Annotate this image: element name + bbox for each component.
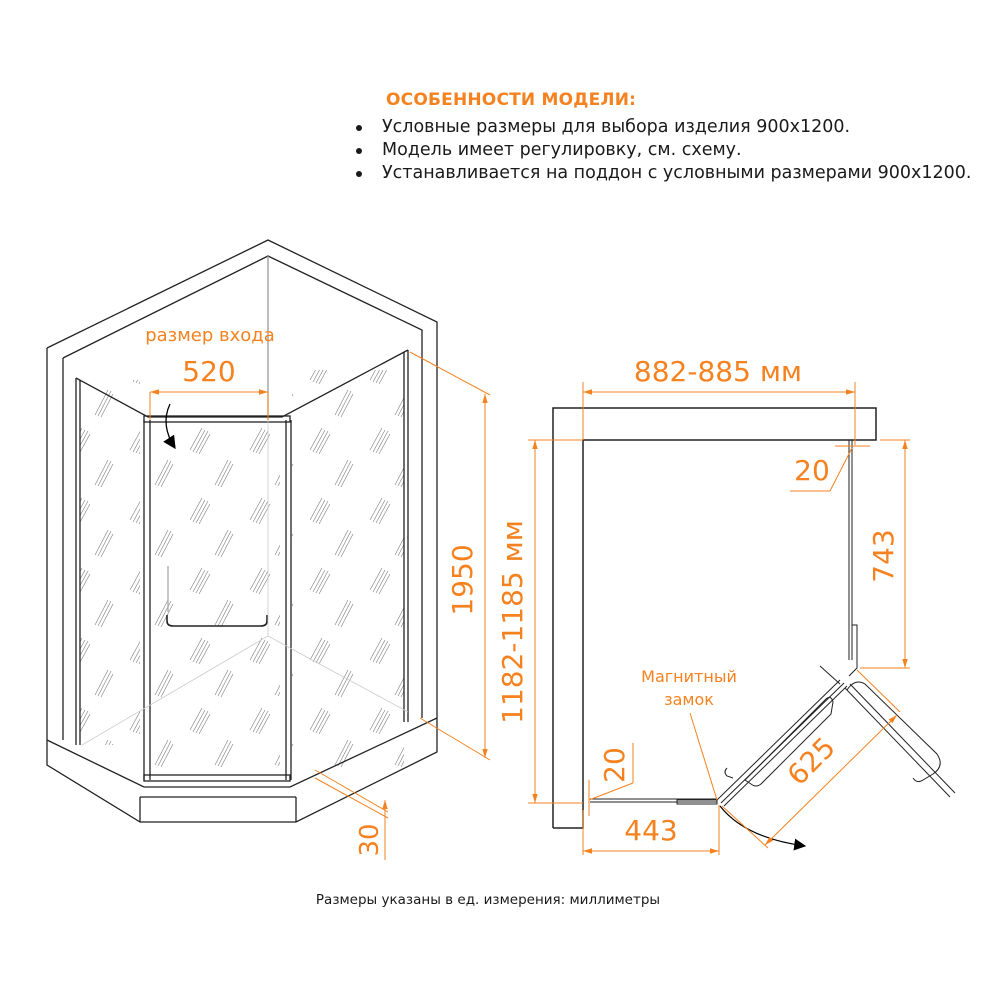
plan-depth-value: 1182-1185 мм bbox=[496, 520, 529, 724]
feature-item: Устанавливается на поддон с условными ра… bbox=[352, 162, 972, 185]
adjust-bottom-value: 20 bbox=[598, 747, 631, 783]
model-features: ОСОБЕННОСТИ МОДЕЛИ: Условные размеры для… bbox=[352, 90, 972, 185]
magnetic-lock-label: Магнитный bbox=[641, 667, 737, 686]
magnetic-lock-label-2: замок bbox=[664, 690, 714, 709]
iso-shower-view bbox=[46, 239, 438, 823]
bottom-panel-value: 443 bbox=[624, 814, 677, 847]
units-footnote: Размеры указаны в ед. измерения: миллиме… bbox=[315, 892, 661, 908]
door-width-value: 625 bbox=[781, 731, 842, 792]
feature-item: Модель имеет регулировку, см. схему. bbox=[352, 139, 972, 162]
adjust-top-value: 20 bbox=[794, 454, 830, 487]
iso-dimensions bbox=[149, 351, 491, 860]
height-value: 1950 bbox=[446, 544, 479, 615]
feature-item: Условные размеры для выбора изделия 900х… bbox=[352, 116, 972, 139]
plan-dimensions bbox=[528, 382, 910, 855]
entry-size-label: размер входа bbox=[145, 325, 275, 346]
entry-width-value: 520 bbox=[182, 355, 235, 388]
right-panel-value: 743 bbox=[867, 529, 900, 582]
plan-width-value: 882-885 мм bbox=[634, 355, 802, 388]
features-list: Условные размеры для выбора изделия 900х… bbox=[352, 116, 972, 185]
features-title: ОСОБЕННОСТИ МОДЕЛИ: bbox=[386, 90, 637, 110]
tray-height-value: 30 bbox=[355, 823, 385, 856]
